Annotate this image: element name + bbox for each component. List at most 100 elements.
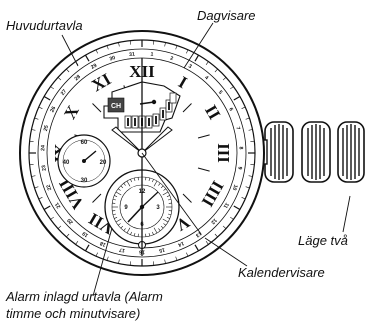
leader-day-indicator <box>183 22 214 69</box>
alarm-tick <box>163 188 166 191</box>
alarm-tick <box>118 223 121 226</box>
calendar-number: 2 <box>169 56 174 63</box>
calendar-number: 31 <box>129 52 135 59</box>
alarm-tick <box>160 185 164 189</box>
calendar-number: 29 <box>90 63 98 71</box>
crown-position-2 <box>301 121 331 183</box>
minute-tick <box>194 54 200 62</box>
calendar-number: 26 <box>49 106 57 114</box>
calendar-number: 22 <box>46 183 54 191</box>
calendar-ring-outer <box>37 48 247 258</box>
alarm-tick <box>152 179 154 183</box>
minute-tick <box>205 241 209 245</box>
minute-tick <box>248 129 253 131</box>
alarm-tick <box>133 177 136 181</box>
minute-tick <box>95 252 98 257</box>
calendar-numbers: 1234567891011121314151617181920212223242… <box>40 52 243 255</box>
minute-tick <box>75 241 79 245</box>
alarm-tick <box>148 177 151 181</box>
minute-tick <box>222 77 227 81</box>
minute-tick <box>66 68 70 73</box>
alarm-tick <box>168 213 172 216</box>
calendar-number: 28 <box>74 74 82 82</box>
minute-tick <box>175 256 178 261</box>
left-sub-dial: 60 30 40 20 <box>57 134 111 188</box>
minute-tick <box>66 233 70 238</box>
calendar-number: 27 <box>60 88 68 96</box>
calendar-number: 18 <box>99 240 107 248</box>
alarm-tick <box>163 223 166 226</box>
alarm-tick <box>148 233 151 237</box>
label-day-indicator: Dagvisare <box>197 8 256 23</box>
alarm-tick <box>153 227 158 234</box>
minute-tick <box>248 175 253 177</box>
minute-tick <box>31 129 36 131</box>
crown-position-1 <box>264 121 294 183</box>
minute-tick <box>118 259 120 264</box>
calendar-number: 8 <box>238 146 244 149</box>
calendar-number: 12 <box>209 217 217 225</box>
alarm-tick <box>158 183 161 186</box>
minute-tick <box>34 186 39 189</box>
alarm-tick <box>130 231 132 235</box>
minute-tick <box>164 42 166 47</box>
calendar-number: 24 <box>40 145 46 151</box>
minute-tick <box>186 252 189 257</box>
alarm-tick <box>126 180 131 187</box>
label-alarm-dial-line2: timme och minutvisare) <box>6 306 140 321</box>
minute-tick <box>38 106 43 109</box>
calendar-number: 1 <box>150 52 154 58</box>
alarm-tick <box>123 183 126 186</box>
calendar-number: 20 <box>66 217 74 225</box>
minute-tick <box>57 77 62 81</box>
alarm-tick <box>120 225 124 229</box>
calendar-number: 17 <box>119 246 126 253</box>
minute-tick <box>205 61 209 65</box>
label-calendar-hand: Kalendervisare <box>238 265 325 280</box>
calendar-number: 6 <box>227 107 234 112</box>
alarm-tick <box>115 191 122 196</box>
alarm-tick <box>152 231 154 235</box>
minute-tick <box>245 186 250 189</box>
baton-marker <box>92 103 102 113</box>
alarm-tick <box>118 188 121 191</box>
alarm-tick <box>114 217 118 219</box>
alarm-tick <box>112 213 116 216</box>
alarm-tick <box>130 179 132 183</box>
alarm-tick <box>123 228 126 231</box>
calendar-number: 30 <box>109 55 116 62</box>
calendar-number: 15 <box>158 246 165 253</box>
sub-dial-mark-60: 60 <box>81 140 88 146</box>
minute-tick <box>194 244 200 252</box>
alarm-tick <box>166 195 170 197</box>
alarm-tick <box>158 228 161 231</box>
alarm-tick <box>162 191 169 196</box>
calendar-hand <box>141 152 202 235</box>
minute-tick <box>31 175 36 177</box>
label-alarm-dial-line1: Alarm inlagd urtavla (Alarm <box>5 289 163 304</box>
minute-tick <box>164 259 166 264</box>
alarm-tick <box>114 195 118 197</box>
calendar-number: 13 <box>194 230 202 238</box>
minute-tick <box>57 225 62 229</box>
leader-main-dial <box>61 34 79 67</box>
calendar-number: 21 <box>54 201 62 209</box>
crown-position-3 <box>337 121 365 183</box>
minute-tick <box>84 54 90 62</box>
baton-marker <box>197 134 210 139</box>
alarm-tick <box>153 180 158 187</box>
baton-marker <box>182 193 192 203</box>
minute-tick <box>34 117 39 120</box>
alarm-tick <box>162 218 169 223</box>
alarm-tick <box>112 198 116 201</box>
alarm-tick <box>126 227 131 234</box>
minute-tick <box>245 117 250 120</box>
minute-tick <box>95 49 98 54</box>
alarm-mark-9: 9 <box>124 205 128 211</box>
calendar-number: 5 <box>217 90 224 96</box>
minute-tick <box>222 225 227 229</box>
alarm-tick <box>120 185 124 189</box>
minute-tick <box>186 49 189 54</box>
minute-tick <box>50 216 54 220</box>
roman-numeral: III <box>214 143 233 163</box>
